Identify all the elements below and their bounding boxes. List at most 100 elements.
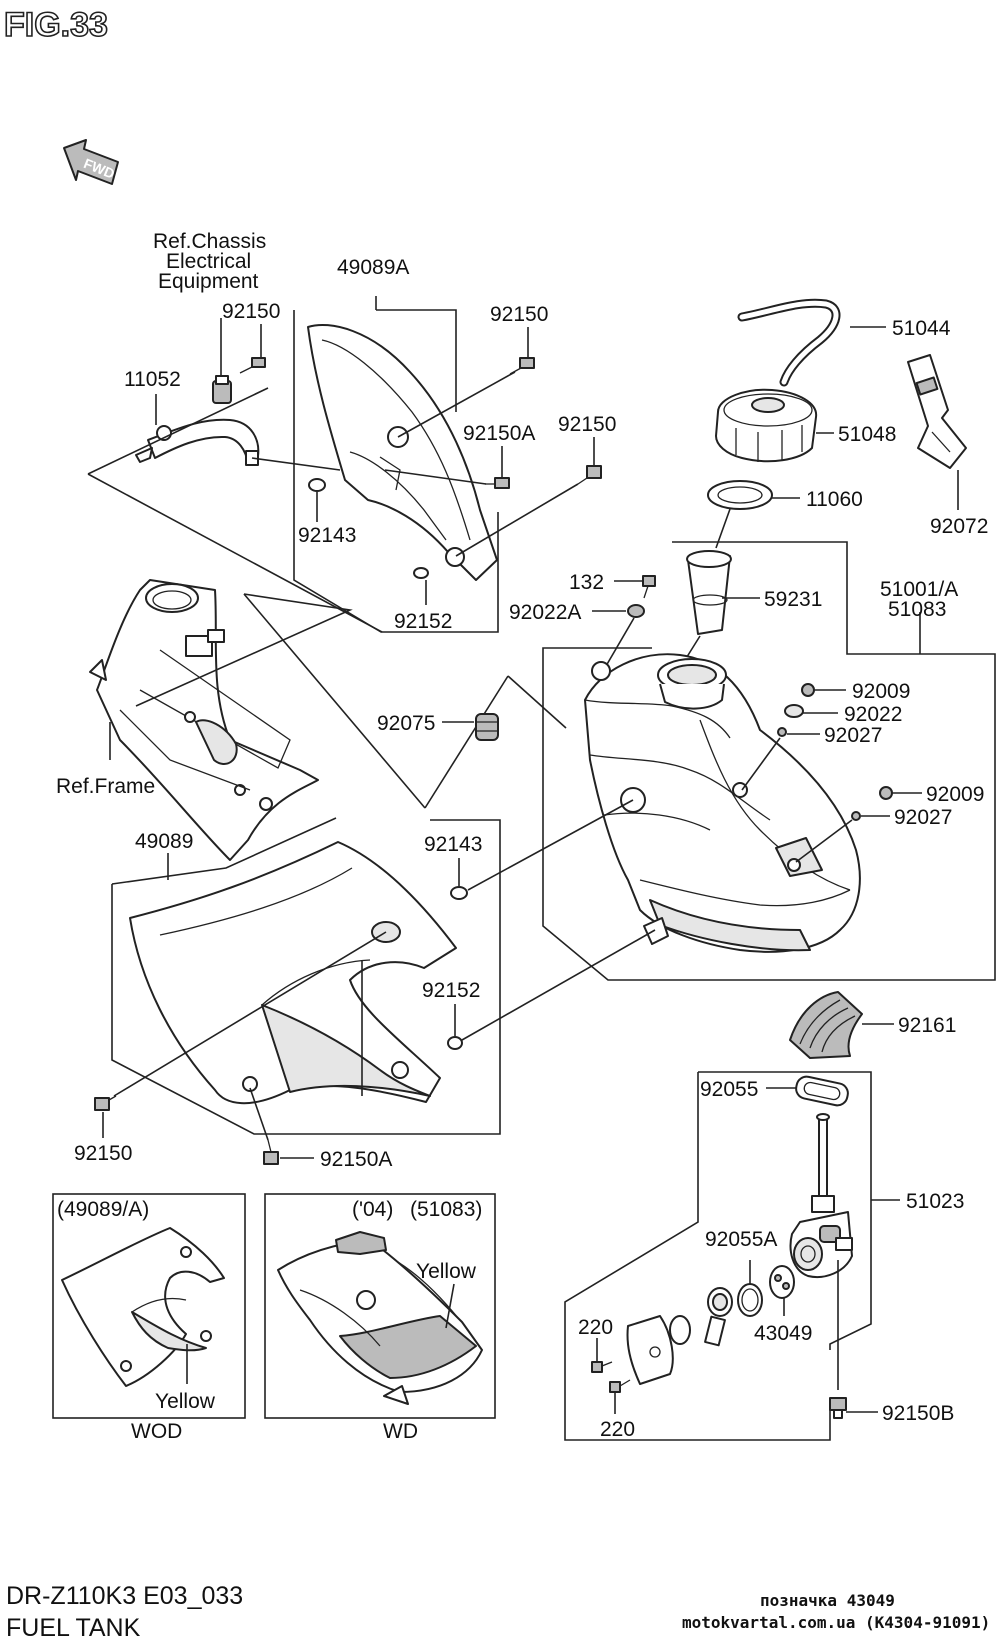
fuel-valve-51023 [789,1113,853,1278]
inset-left-shroud [61,1227,225,1387]
bolt-92009-b [879,786,893,800]
bolt-92150-d [94,1095,117,1111]
callout-92161: 92161 [898,1014,956,1037]
inset-right-color-note: Yellow [416,1260,477,1283]
callout-59231: 59231 [764,588,822,611]
callout-92022: 92022 [844,703,902,726]
callout-92009-b: 92009 [926,783,984,806]
group-frame-49089a [376,309,457,412]
callout-92022a: 92022A [509,601,581,624]
bracket-11052 [135,418,260,466]
bolt-92150b [829,1397,847,1419]
inset-right-frame [264,1193,496,1419]
callout-43049: 43049 [754,1322,812,1345]
callout-92055a: 92055A [705,1228,777,1251]
valve-plate [626,1315,674,1385]
radiator-shroud-upper [307,323,498,581]
inset-right-tank [277,1231,483,1405]
ref-chassis-line1: Ref.Chassis [153,230,266,253]
screw-220-b [609,1379,631,1393]
bolt-92150-c [577,465,602,485]
callout-51044: 51044 [892,317,951,340]
bolt-92150a-b [263,1139,279,1165]
callout-92027-b: 92027 [894,806,952,829]
washer-92022a [627,604,645,618]
inset-right-header-part: (51083) [410,1198,482,1221]
washer-92027-a [777,727,787,737]
connector-clip [212,375,232,404]
inset-right-header-year: ('04) [352,1198,393,1221]
radiator-shroud-lower [129,841,457,1105]
diaphragm-43049 [769,1265,795,1299]
group-frame-49089 [111,819,501,1135]
designation-note: позначка 43049 [760,1591,895,1610]
callout-11060: 11060 [806,488,863,511]
callout-132: 132 [569,571,604,594]
fwd-arrow-icon: FWD [63,139,119,185]
fuel-strainer-59231 [686,550,732,635]
callout-92152-b: 92152 [422,979,480,1002]
gasket-11060 [707,480,773,510]
callout-220-b: 220 [600,1418,635,1441]
gasket-92055 [795,1075,849,1107]
bolt-92150-b [509,357,535,375]
callout-92009-a: 92009 [852,680,910,703]
callout-92027-a: 92027 [824,724,882,747]
callout-92150-c: 92150 [558,413,616,436]
callout-92150-a: 92150 [222,300,280,323]
bolt-92150a-a [485,477,510,489]
callout-92150a-a: 92150A [463,422,535,445]
callout-92143-b: 92143 [424,833,482,856]
callout-51023: 51023 [906,1190,964,1213]
bolt-92009-a [801,683,815,697]
fuel-tank-body [584,653,861,953]
inset-left-header: (49089/A) [57,1198,149,1221]
group-frame-51023 [698,1071,872,1350]
callout-92150b: 92150B [882,1402,954,1425]
callout-92055: 92055 [700,1078,758,1101]
callout-51083: 51083 [888,598,946,621]
site-watermark: motokvartal.com.ua (K4304-91091) [682,1613,990,1632]
valve-oring [669,1315,691,1345]
screw-220-a [591,1361,613,1373]
callout-49089: 49089 [135,830,193,853]
section-name: FUEL TANK [6,1614,141,1642]
washer-92143-a [308,478,326,492]
inset-left-color-note: Yellow [155,1390,216,1413]
callout-92150a-b: 92150A [320,1148,392,1171]
model-code: DR-Z110K3 E03_033 [6,1582,243,1610]
valve-lever [704,1287,733,1347]
bolt-92150-a [239,357,266,374]
washer-92022 [784,704,804,718]
inset-left-frame [52,1193,246,1419]
grommet-92152-a [413,567,429,579]
inset-left-footer: WOD [131,1420,182,1443]
screw-132 [642,575,656,599]
washer-92143-b [450,886,468,900]
washer-92027-b [851,811,861,821]
group-frame-tank [542,541,996,981]
callout-51048: 51048 [838,423,896,446]
callout-49089a: 49089A [337,256,409,279]
strap-92072 [907,354,967,469]
frame-reference-drawing [89,579,319,861]
callout-92150-b: 92150 [490,303,548,326]
callout-51001a: 51001/A [880,578,958,601]
cushion-92161 [789,991,863,1059]
callout-92150-d: 92150 [74,1142,132,1165]
ref-chassis-line3: Equipment [158,270,259,293]
inset-right-footer: WD [383,1420,418,1443]
fuel-cap-51048 [715,388,818,463]
grommet-92075 [475,713,499,741]
grommet-92152-b [447,1036,463,1050]
callout-92143-a: 92143 [298,524,356,547]
ref-frame-label: Ref.Frame [56,775,155,798]
figure-title: FIG.33 [4,6,108,44]
ref-chassis-line2: Electrical [166,250,251,273]
callout-220-a: 220 [578,1316,613,1339]
callout-92072: 92072 [930,515,988,538]
breather-hose-51044 [737,298,841,387]
callout-92075: 92075 [377,712,435,735]
callout-11052: 11052 [124,368,181,391]
